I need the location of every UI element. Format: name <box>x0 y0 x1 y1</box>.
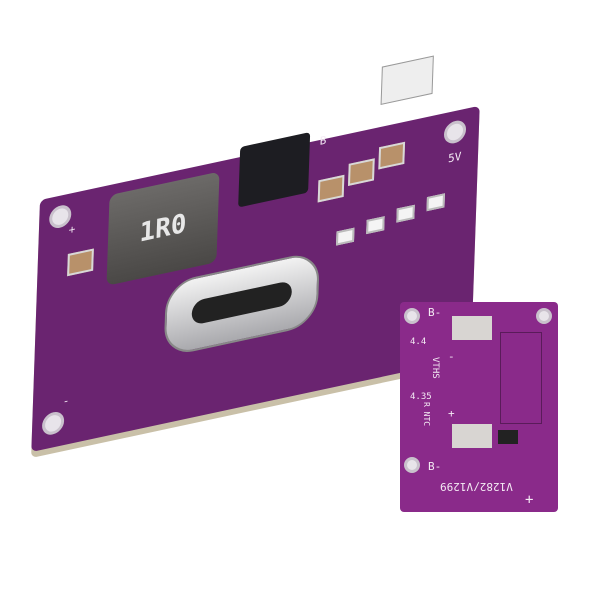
led <box>366 216 385 235</box>
r-ntc-label: R NTC <box>422 402 431 427</box>
ic-chip <box>238 132 311 208</box>
mounting-hole <box>41 409 65 437</box>
pad <box>452 424 492 448</box>
mounting-hole <box>443 118 467 146</box>
plus-corner-label: + <box>525 492 534 508</box>
5v-label: 5V <box>447 149 462 166</box>
capacitor <box>67 248 94 277</box>
mounting-hole <box>536 308 552 324</box>
b-label: B <box>319 133 327 149</box>
mounting-hole <box>404 308 420 324</box>
trace <box>500 332 542 424</box>
4v35-label: 4.35 <box>410 392 432 402</box>
usb-c-opening <box>191 280 293 326</box>
vths-label: VTHS <box>430 357 440 379</box>
minus-label: - <box>62 393 70 409</box>
plus-label: + <box>68 222 76 237</box>
model-label: V1282/V1299 <box>440 480 513 493</box>
plus-label: + <box>448 407 455 420</box>
transistor <box>498 430 518 444</box>
led <box>426 193 445 212</box>
led <box>396 204 415 223</box>
capacitor <box>317 174 345 203</box>
minus-label: - <box>448 350 455 363</box>
capacitor <box>378 141 406 170</box>
b-minus-top-label: B- <box>428 306 442 319</box>
charger-board-back: B- 4.4 VTHS 4.35 R NTC - + B- V1282/V129… <box>400 302 558 512</box>
mounting-hole <box>404 457 420 473</box>
pad <box>452 316 492 340</box>
b-minus-bottom-label: B- <box>428 460 442 473</box>
capacitor <box>347 158 375 186</box>
push-switch <box>380 55 434 105</box>
inductor: 1R0 <box>106 171 220 286</box>
4v4-label: 4.4 <box>410 337 427 347</box>
led <box>336 227 355 246</box>
